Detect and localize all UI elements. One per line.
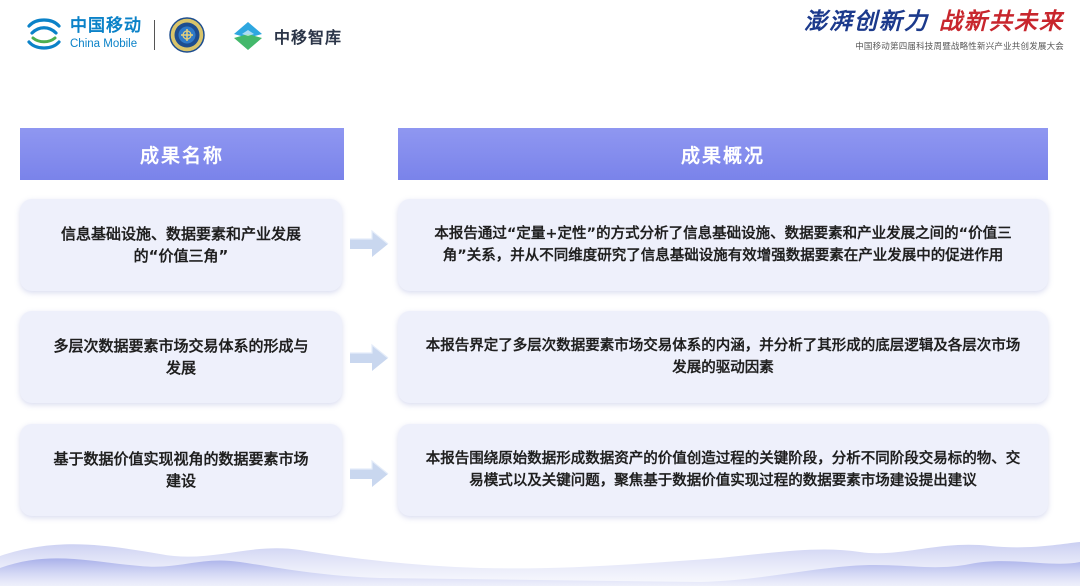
arrow-right-icon <box>350 343 389 371</box>
column-header-name: 成果名称 <box>20 128 344 180</box>
result-name-cell: 多层次数据要素市场交易体系的形成与发展 <box>20 311 342 403</box>
result-name-text: 基于数据价值实现视角的数据要素市场建设 <box>53 450 309 490</box>
result-summary-text: 本报告界定了多层次数据要素市场交易体系的内涵，并分析了其形成的底层逻辑及各层次市… <box>425 337 1021 377</box>
result-name-text: 多层次数据要素市场交易体系的形成与发展 <box>53 337 309 377</box>
result-summary-cell: 本报告围绕原始数据形成数据资产的价值创造过程的关键阶段，分析不同阶段交易标的物、… <box>398 424 1048 516</box>
result-summary-cell: 本报告界定了多层次数据要素市场交易体系的内涵，并分析了其形成的底层逻辑及各层次市… <box>398 311 1048 403</box>
china-mobile-logo-icon <box>27 18 61 50</box>
result-summary-text: 本报告通过“定量+定性”的方式分析了信息基础设施、数据要素和产业发展之间的“价值… <box>434 225 1012 265</box>
result-name-cell: 基于数据价值实现视角的数据要素市场建设 <box>20 424 342 516</box>
china-mobile-logo: 中国移动 China Mobile <box>24 16 142 52</box>
emblem-icon <box>169 17 205 53</box>
zhongyi-logo-icon <box>234 22 262 50</box>
column-header-summary: 成果概况 <box>398 128 1048 180</box>
slogan: 澎湃创新力 战新共未来 中国移动第四届科技周暨战略性新兴产业共创发展大会 <box>804 8 1064 52</box>
logo-divider <box>154 20 155 50</box>
zhongyi-think-tank-logo: 中移智库 <box>228 16 342 56</box>
slogan-part1: 澎湃创新力 <box>803 8 929 35</box>
slogan-part2: 战新共未来 <box>939 8 1064 35</box>
result-summary-text: 本报告围绕原始数据形成数据资产的价值创造过程的关键阶段，分析不同阶段交易标的物、… <box>425 450 1021 490</box>
arrow-right-icon <box>350 229 389 257</box>
partner-logo-text: 中移智库 <box>274 28 343 47</box>
logo-en-text: China Mobile <box>70 37 138 50</box>
mountain-scenery <box>0 542 1080 586</box>
arrow-right-icon <box>350 459 389 487</box>
result-name-cell: 信息基础设施、数据要素和产业发展的“价值三角” <box>20 199 342 291</box>
slogan-main: 澎湃创新力 战新共未来 <box>804 8 1064 36</box>
logo-cn-text: 中国移动 <box>70 15 142 36</box>
result-name-text: 信息基础设施、数据要素和产业发展的“价值三角” <box>60 225 301 265</box>
result-summary-cell: 本报告通过“定量+定性”的方式分析了信息基础设施、数据要素和产业发展之间的“价值… <box>398 199 1048 291</box>
slogan-subtitle: 中国移动第四届科技周暨战略性新兴产业共创发展大会 <box>855 42 1064 52</box>
